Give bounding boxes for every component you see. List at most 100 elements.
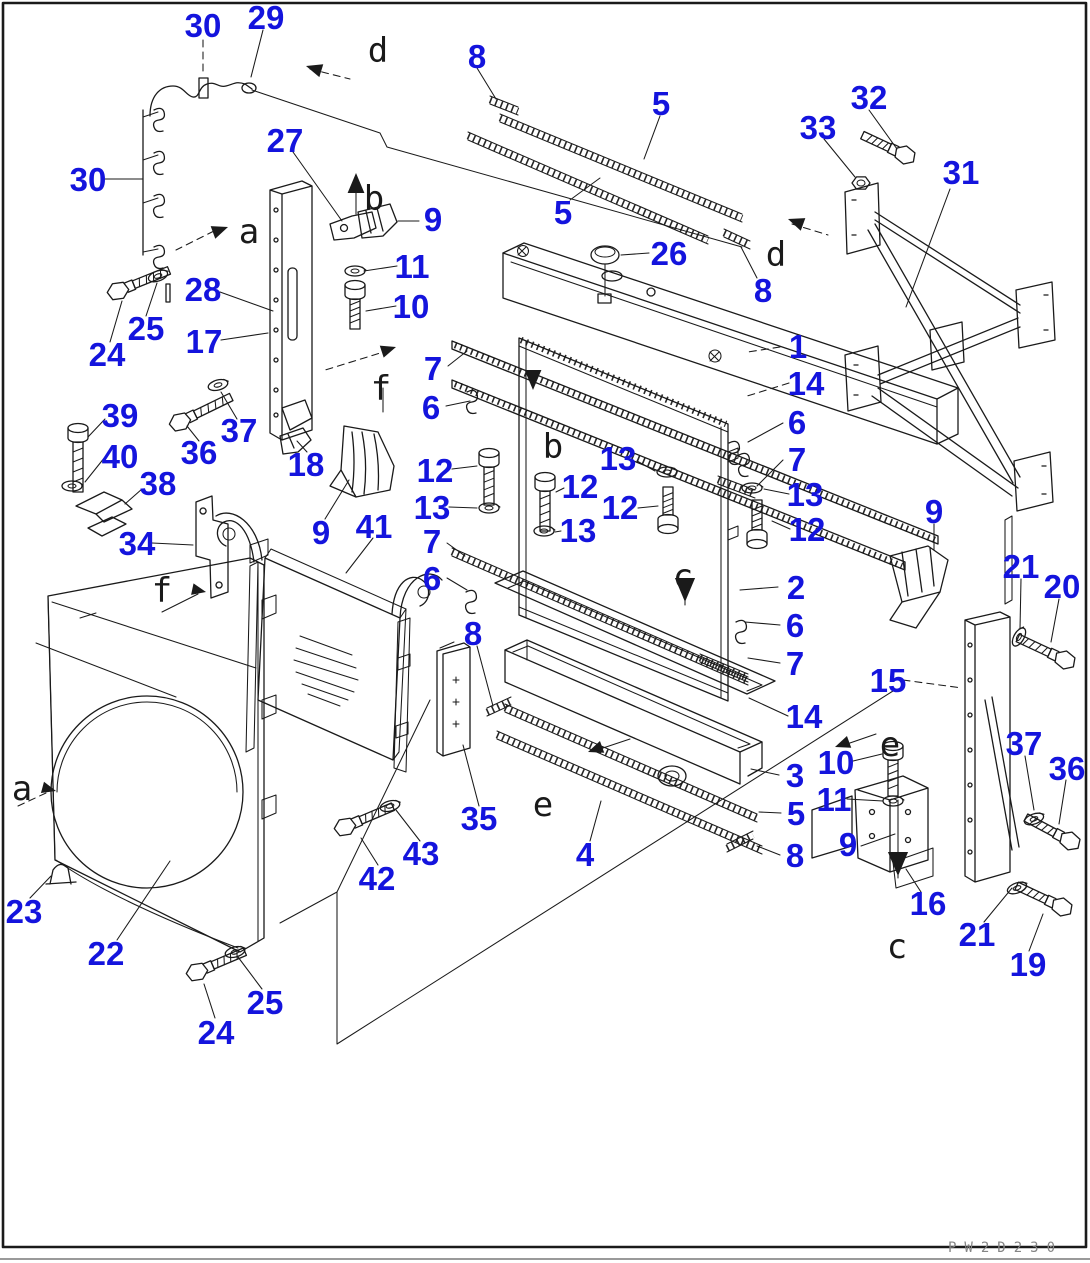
callout-9: 9 [312,514,330,551]
fasteners [61,107,1081,982]
callout-29: 29 [248,0,285,36]
clip [727,440,741,466]
callout-23: 23 [6,893,43,930]
wire-harness [149,77,743,248]
callout-9: 9 [839,826,857,863]
callout-22: 22 [88,935,125,972]
callout-40: 40 [102,438,139,475]
section-letter-a: a [239,212,259,252]
section-letter-f: f [371,369,391,409]
clip-23 [45,863,77,885]
callout-8: 8 [786,837,804,874]
bolt [344,279,366,330]
section-letter-d: d [368,31,388,71]
oil-cooler [215,512,443,773]
section-arrow [306,64,324,78]
bolt [860,130,916,165]
callout-3: 3 [786,757,804,794]
harness-clip-set [142,109,159,256]
washer [882,795,905,807]
callout-16: 16 [910,885,947,922]
washer [61,480,84,492]
section-arrow [835,735,852,748]
callout-7: 7 [424,350,442,387]
callout-5: 5 [554,194,572,231]
callout-25: 25 [247,984,284,1021]
callout-6: 6 [423,560,441,597]
callout-4: 4 [576,836,595,873]
callout-42: 42 [359,860,396,897]
callout-13: 13 [787,476,824,513]
callout-9: 9 [424,201,442,238]
callout-37: 37 [1006,725,1043,762]
washer [478,502,501,514]
bolt [67,422,89,493]
section-arrow [40,781,56,794]
callout-12: 12 [602,489,639,526]
section-arrow [588,740,605,753]
callout-13: 13 [600,440,637,477]
callout-10: 10 [393,288,430,325]
callout-38: 38 [140,465,177,502]
callout-6: 6 [788,404,806,441]
washer [741,482,764,494]
callout-32: 32 [851,79,888,116]
callout-7: 7 [423,523,441,560]
clip [152,244,166,270]
nut [851,176,871,190]
bolt [333,802,396,837]
section-letter-b: b [543,427,563,467]
callout-35: 35 [461,800,498,837]
callout-19: 19 [1010,946,1047,983]
callout-31: 31 [943,154,980,191]
bracket-16 [811,775,934,889]
callout-14: 14 [788,365,825,402]
bottom-tank [504,639,763,787]
leader-lines [17,29,1067,1019]
callout-7: 7 [788,441,806,478]
bolt [534,471,556,532]
section-arrow [674,578,696,602]
section-letter-e: e [880,725,900,765]
bolt [478,447,500,506]
section-arrow [379,345,396,358]
section-letter-e: e [533,785,553,825]
section-arrow [887,852,909,876]
section-letter-b: b [364,179,384,219]
pin [165,283,171,303]
callout-14: 14 [786,698,823,735]
callout-36: 36 [1049,750,1086,787]
section-arrow [788,218,806,231]
callout-12: 12 [789,511,826,548]
callout-20: 20 [1044,568,1081,605]
top-tank [502,242,959,445]
clip [464,589,478,615]
clip [734,619,748,645]
callout-6: 6 [422,389,440,426]
callout-12: 12 [417,452,454,489]
plate-35 [436,641,471,757]
callout-13: 13 [560,512,597,549]
washer [656,466,679,478]
callout-21: 21 [959,916,996,953]
section-letter-c: c [673,557,693,597]
radiator-cap-26 [590,245,620,304]
serrated-bars [466,95,764,855]
callout-28: 28 [185,271,222,308]
section-letter-c: c [887,927,907,967]
callout-21: 21 [1003,548,1040,585]
section-letter-a: a [12,769,32,809]
callout-41: 41 [356,508,393,545]
callout-11: 11 [395,248,430,285]
callout-24: 24 [89,336,126,373]
section-arrow [524,370,542,390]
section-letter-d: d [766,235,786,275]
fan-shroud [35,538,277,953]
clip [465,389,479,415]
bracket-34 [195,495,229,599]
callout-30: 30 [70,161,107,198]
washer [533,525,556,537]
